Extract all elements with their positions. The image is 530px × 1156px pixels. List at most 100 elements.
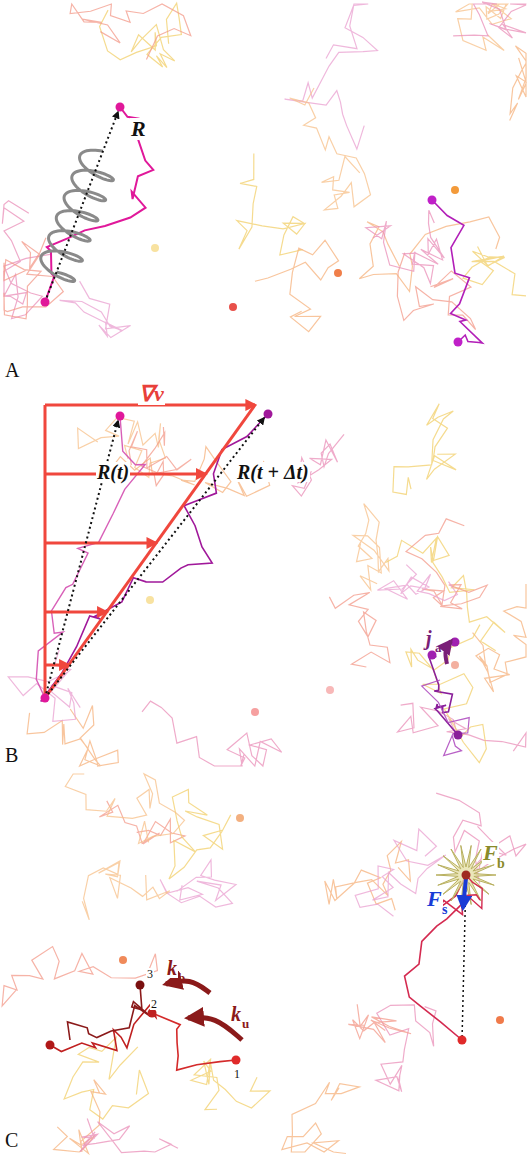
vector-label: R [130,118,147,140]
chain-end [454,731,463,740]
background-chain [191,1059,270,1109]
background-chain [377,565,457,601]
rate-label: k [230,1004,242,1024]
chain-end [251,708,259,716]
callout-number: 1 [233,1068,241,1080]
background-chain [463,247,526,296]
background-chain [406,519,487,609]
polymer-chain [67,985,149,1040]
chain-end [428,196,437,205]
rate-label: j [425,628,433,648]
polymer-chain [466,875,482,908]
vector-arrow [166,981,210,993]
gradient-label: ∇v [138,383,165,405]
panel-letter: A [4,360,20,380]
chain-end [229,303,237,311]
force-label: F [426,888,443,910]
vector-arrow [445,641,451,664]
background-chain [366,210,444,283]
chain-end [326,686,334,694]
chain-end [119,956,127,964]
subscript: a [434,641,443,654]
background-chain [70,4,191,59]
background-chain [348,1004,411,1042]
vector-arrow [45,418,264,698]
chain-end [451,186,459,194]
separation-line [462,875,466,1040]
background-chain [2,947,157,1006]
subscript: b [496,857,506,871]
background-chain [282,1082,359,1153]
chain-end [451,661,459,669]
vector-arrow [45,542,156,545]
subscript: u [241,1017,250,1030]
callout-number: 3 [146,968,154,980]
polymer-chain [152,1013,236,1070]
chain-end [454,338,463,347]
subscript: b [177,971,186,984]
vector-arrow [45,611,107,614]
polymer-chain [36,416,145,698]
velocity-profile [45,405,255,698]
background-chain [453,2,526,38]
velocity-axis [44,405,47,698]
background-chain [398,703,526,751]
background-chain [510,46,526,120]
chain-end [458,1036,467,1045]
background-chain [27,706,118,766]
chain-end [232,1056,241,1065]
background-chain [325,841,411,910]
vector-label: R(t + Δt) [236,462,310,482]
background-chain [237,154,305,255]
chain-end [151,244,159,252]
background-chain [169,789,231,879]
background-chain [60,281,131,337]
chain-end [146,596,154,604]
polymer-chain [422,680,469,756]
background-chain [353,504,389,590]
background-chain [129,427,191,486]
chain-end [116,412,125,421]
force-label: F [482,842,499,864]
vector-arrow [45,112,118,302]
background-chain [80,1119,178,1153]
polymer-chain [432,200,482,343]
rate-label: k [166,958,178,978]
polymer-chain [405,875,466,1040]
background-chain [406,625,486,763]
chain-end [46,1041,55,1050]
background-chain [285,4,378,149]
background-chain [393,404,456,495]
background-chain [329,593,390,667]
callout-number: 2 [150,998,158,1010]
polymer-chain [429,655,458,735]
background-chain [82,861,170,920]
background-chain [290,88,371,210]
subscript: s [441,903,448,917]
panel-letter: B [4,745,19,765]
background-chain [142,701,282,766]
chain-end [41,694,50,703]
background-chain [255,240,339,331]
chain-end [264,410,273,419]
chain-end [236,814,244,822]
chain-end [136,981,145,990]
background-chain [64,1037,148,1119]
chain-end [41,298,50,307]
vector-label: R(t) [96,462,130,482]
background-chain [473,584,526,692]
vector-arrow [463,878,466,908]
chain-end [496,1016,504,1024]
background-chain [160,860,236,907]
background-chain [65,774,184,844]
chain-end [462,871,471,880]
background-chain [2,201,50,319]
vector-arrow [45,664,69,667]
background-chain [355,829,446,916]
background-chain [54,1080,106,1154]
chain-end [116,103,125,112]
panel-letter: C [4,1130,19,1150]
background-chain [376,1005,436,1092]
